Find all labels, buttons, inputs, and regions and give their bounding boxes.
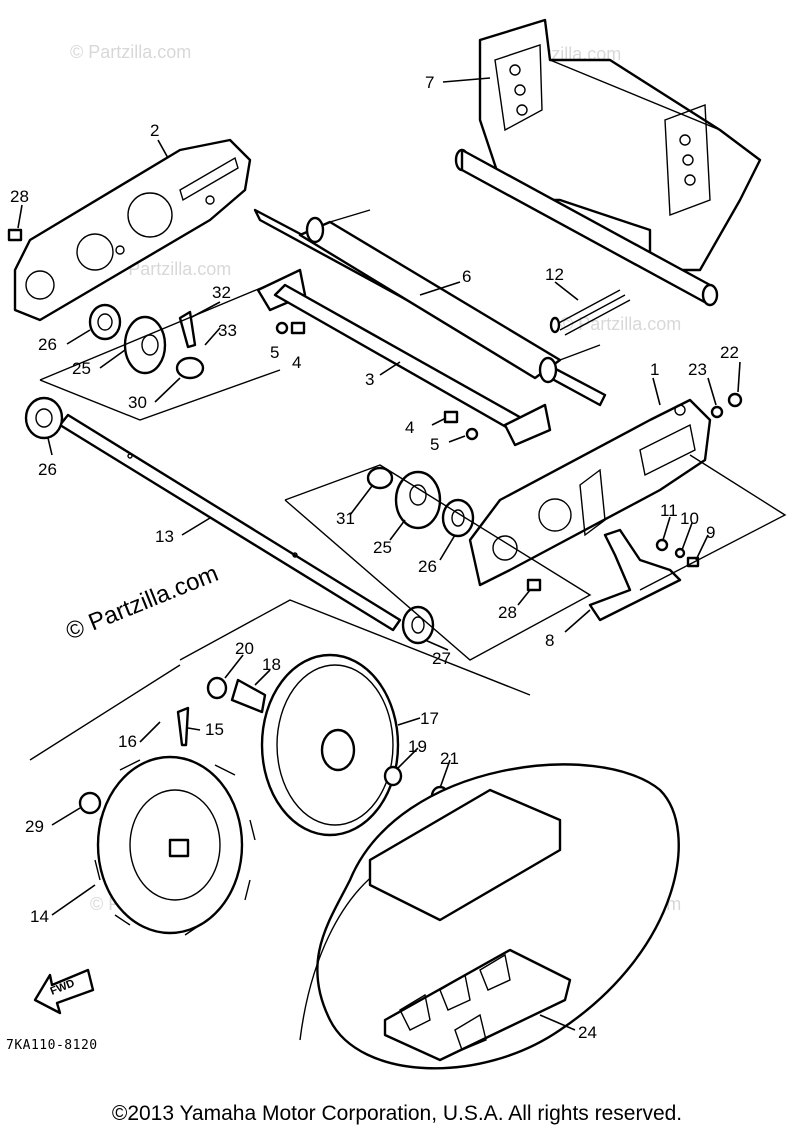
part-14-sprocket	[94, 755, 256, 936]
callout-2: 2	[150, 121, 159, 140]
fastener-9-10-11	[655, 538, 700, 568]
callout-25-left: 25	[72, 359, 91, 378]
callout-9: 9	[706, 523, 715, 542]
callout-23: 23	[688, 360, 707, 379]
callout-33: 33	[218, 321, 237, 340]
callout-15: 15	[205, 720, 224, 739]
callout-10: 10	[680, 509, 699, 528]
fastener-4-5-upper	[275, 321, 306, 335]
part-25-bearing-holder-left	[123, 315, 167, 375]
part-3-cross-shaft	[256, 268, 552, 447]
callout-26-upper: 26	[38, 335, 57, 354]
callout-4-lower: 4	[405, 418, 414, 437]
part-26-bearing-left	[88, 303, 122, 341]
part-7-front-frame	[454, 18, 762, 307]
copyright-notice: ©2013 Yamaha Motor Corporation, U.S.A. A…	[111, 1102, 683, 1125]
callout-19: 19	[408, 737, 427, 756]
watermark-main: © Partzilla.com	[62, 560, 222, 646]
callout-5-lower: 5	[430, 435, 439, 454]
callout-6: 6	[462, 267, 471, 286]
watermark-mid-left: © Partzilla.com	[110, 259, 231, 279]
part-29-collar	[78, 791, 102, 815]
part-2-left-slide-rail	[13, 138, 252, 322]
fastener-28-lower	[526, 578, 542, 592]
group-box-wheel	[179, 599, 531, 696]
callout-1: 1	[650, 360, 659, 379]
part-19-washer	[383, 765, 403, 787]
callout-26-right: 26	[418, 557, 437, 576]
group-box-bracket	[639, 454, 787, 591]
part-31-collar	[366, 466, 394, 490]
callout-12: 12	[545, 265, 564, 284]
callout-4-upper: 4	[292, 353, 301, 372]
callout-16: 16	[118, 732, 137, 751]
callout-21: 21	[440, 749, 459, 768]
fwd-direction-arrow: FWD	[33, 968, 95, 1015]
watermark-top-left: © Partzilla.com	[70, 42, 191, 62]
diagram-code-label: 7KA110-8120	[6, 1038, 98, 1053]
callout-22: 22	[720, 343, 739, 362]
callout-32: 32	[212, 283, 231, 302]
callout-11: 11	[660, 501, 678, 520]
callout-17: 17	[420, 709, 439, 728]
part-27-bearing	[401, 605, 435, 645]
group-box-left	[39, 279, 281, 421]
part-25-bearing-holder-right	[394, 470, 442, 530]
callout-25-right: 25	[373, 538, 392, 557]
part-1-right-slide-rail	[468, 398, 712, 587]
callout-14: 14	[30, 907, 49, 926]
callout-13: 13	[155, 527, 174, 546]
watermark-mid-right: © Partzilla.com	[560, 314, 681, 334]
part-13-front-axle	[58, 413, 402, 632]
group-box-sprocket	[29, 664, 181, 761]
callout-8: 8	[545, 631, 554, 650]
callout-7: 7	[425, 73, 434, 92]
callout-28-top: 28	[10, 187, 29, 206]
part-30-collar	[175, 356, 205, 380]
callout-29: 29	[25, 817, 44, 836]
part-18-collar	[230, 678, 267, 714]
part-26-bearing-right	[441, 498, 475, 538]
callout-3: 3	[365, 370, 374, 389]
callout-27: 27	[432, 649, 451, 668]
part-8-bracket	[588, 528, 682, 622]
part-15-pin	[176, 706, 190, 747]
callout-28-lower: 28	[498, 603, 517, 622]
part-17-wheel	[260, 653, 400, 837]
part-24-track	[299, 763, 680, 1070]
callout-24: 24	[578, 1023, 597, 1042]
callouts: 7 2 28 6 12 3 32 33 5 4 26 25 30 26 1 23…	[10, 73, 739, 1042]
callout-5-upper: 5	[270, 343, 279, 362]
part-26-bearing-lower-left	[24, 396, 64, 440]
part-12-spring	[549, 289, 631, 336]
callout-31: 31	[336, 509, 355, 528]
callout-26-lower-left: 26	[38, 460, 57, 479]
callout-20: 20	[235, 639, 254, 658]
group-box-right	[284, 464, 592, 661]
fastener-22-23	[710, 392, 743, 419]
part-20-washer	[206, 676, 228, 700]
fastener-28-top	[7, 228, 23, 242]
callout-18: 18	[262, 655, 281, 674]
leader-lines	[17, 77, 741, 1031]
fastener-4-5-lower	[443, 410, 479, 441]
part-6-rear-axle	[253, 208, 607, 407]
callout-30: 30	[128, 393, 147, 412]
